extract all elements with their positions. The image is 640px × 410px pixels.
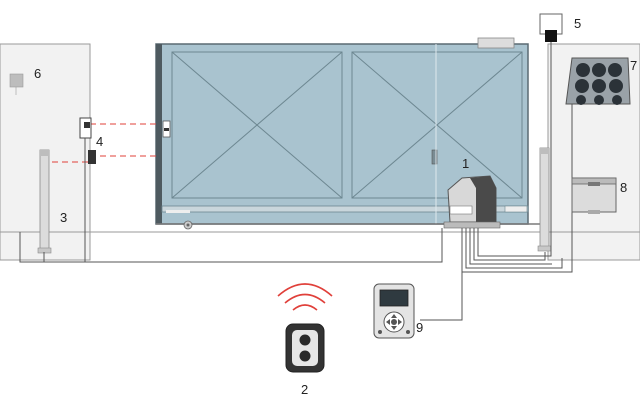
label-photocell-post: 3 <box>60 210 67 225</box>
flashing-light <box>539 13 563 232</box>
gate-top-rail-part <box>477 37 515 49</box>
key-selector-icon <box>9 73 24 88</box>
control-panel <box>373 283 415 339</box>
control-panel-screen <box>379 289 409 307</box>
wiring <box>19 138 573 321</box>
label-key-selector: 6 <box>34 66 41 81</box>
photocell-post-left <box>37 149 52 254</box>
signal-wave-middle <box>284 293 326 304</box>
photocell-post-right <box>537 147 552 252</box>
label-remote: 2 <box>301 382 308 397</box>
signal-wave-inner <box>292 304 318 311</box>
photocell-unit-wall <box>79 117 92 139</box>
label-flashing-light: 5 <box>574 16 581 31</box>
label-photocells: 4 <box>96 134 103 149</box>
gate-motor <box>443 175 501 229</box>
remote-button-lower <box>299 350 311 362</box>
label-motor: 1 <box>462 156 469 171</box>
remote-control <box>277 283 333 373</box>
remote-button-upper <box>299 334 311 346</box>
photocell-unit-lower <box>88 150 96 164</box>
label-control-panel: 9 <box>416 320 423 335</box>
label-solar-panel: 7 <box>630 58 637 73</box>
battery-box <box>571 177 617 214</box>
label-battery-box: 8 <box>620 180 627 195</box>
signal-wave-outer <box>277 283 333 297</box>
gate-lock <box>431 149 438 165</box>
